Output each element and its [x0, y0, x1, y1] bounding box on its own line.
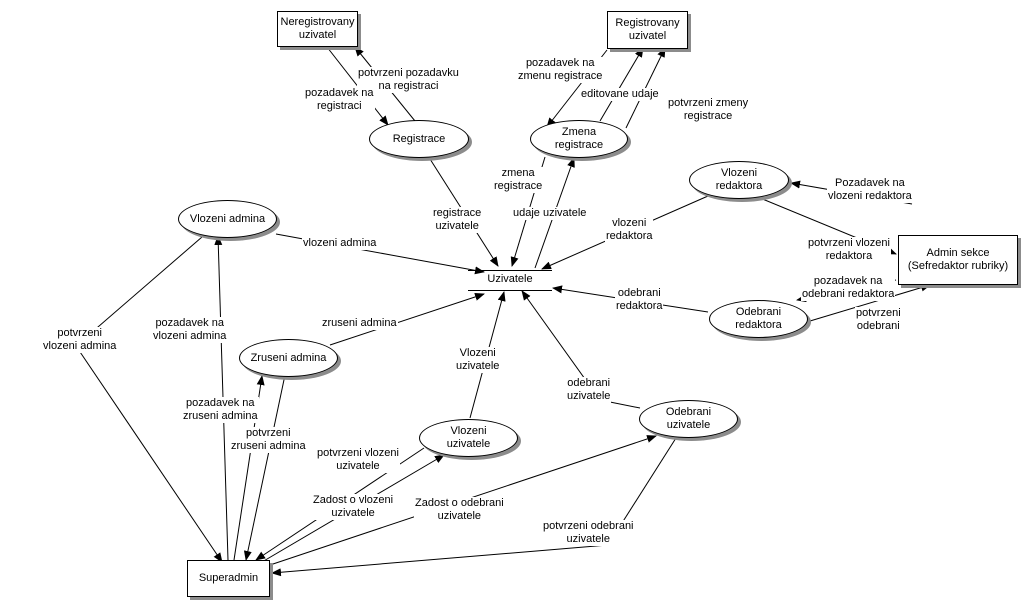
process-odebrani-uzivatele[interactable]: Odebrani uzivatele [639, 400, 738, 438]
label-potvrzeni-odebrani: potvrzeni odebrani [855, 307, 902, 333]
arrow-zruseni-admina-to-uzivatele [329, 293, 485, 346]
label-zruseni-admina: zruseni admina [321, 317, 398, 330]
label-udaje-uzivatele: udaje uzivatele [512, 207, 588, 220]
process-vlozeni-admina[interactable]: Vlozeni admina [178, 200, 277, 238]
label-potvrzeni-vlozeni-admina: potvrzeni vlozeni admina [42, 327, 118, 353]
process-zmena-registrace[interactable]: Zmena registrace [530, 120, 628, 158]
label-vlozeni-admina: vlozeni admina [302, 237, 378, 250]
process-zruseni-admina[interactable]: Zruseni admina [239, 339, 338, 377]
label-odebrani-redaktora: odebrani redaktora [615, 287, 664, 313]
label-potvrzeni-zruseni-admina: potvrzeni zruseni admina [230, 427, 307, 453]
entity-neregistrovany-uzivatel[interactable]: Neregistrovany uzivatel [277, 11, 358, 47]
label-vlozeni-redaktora: vlozeni redaktora [605, 217, 654, 243]
process-vlozeni-uzivatele[interactable]: Vlozeni uzivatele [419, 419, 518, 457]
label-pozadavek-vlozeni-redaktora: Pozadavek na vlozeni redaktora [827, 177, 913, 203]
label-pozadavek-odebrani-redaktora: pozadavek na odebrani redaktora [801, 275, 896, 301]
label-pozadavek-vlozeni-admina: pozadavek na vlozeni admina [152, 317, 228, 343]
label-pozadavek-registraci: pozadavek na registraci [304, 87, 375, 113]
label-vlozeni-uzivatele: Vlozeni uzivatele [455, 347, 501, 373]
process-registrace[interactable]: Registrace [369, 120, 469, 158]
process-vlozeni-redaktora[interactable]: Vlozeni redaktora [689, 161, 789, 199]
arrow-odebrani-redaktora-to-admin [809, 283, 931, 322]
label-registrace-uzivatele: registrace uzivatele [432, 207, 483, 233]
arrow-zmena-to-registrovany-edit [599, 47, 644, 122]
process-odebrani-redaktora[interactable]: Odebrani redaktora [709, 300, 808, 338]
label-zadost-vlozeni-uzivatele: Zadost o vlozeni uzivatele [312, 494, 395, 520]
label-pozadavek-zruseni-admina: pozadavek na zruseni admina [182, 397, 259, 423]
label-potvrzeni-vlozeni-redaktora: potvrzeni vlozeni redaktora [807, 237, 891, 263]
arrow-vlozeni-admina-to-superadmin-b [75, 345, 223, 563]
label-zmena-registrace: zmena registrace [493, 167, 544, 193]
label-potvrzeni-vlozeni-uzivatele: potvrzeni vlozeni uzivatele [316, 447, 400, 473]
entity-registrovany-uzivatel[interactable]: Registrovany uzivatel [607, 11, 688, 49]
label-zadost-odebrani-uzivatele: Zadost o odebrani uzivatele [414, 497, 505, 523]
label-pozadavek-zmenu-registrace: pozadavek na zmenu registrace [517, 57, 604, 83]
arrow-zruseni-admina-to-superadmin [243, 374, 286, 561]
arrow-odebrani-uzivatele-to-superadmin-b [271, 544, 609, 577]
label-editovane-udaje: editovane udaje [580, 88, 660, 101]
datastore-top-line [468, 270, 552, 271]
datastore-bottom-line [468, 290, 552, 291]
datastore-uzivatele[interactable]: Uzivatele [487, 273, 533, 285]
label-potvrzeni-odebrani-uzivatele: potvrzeni odebrani uzivatele [542, 520, 635, 546]
label-odebrani-uzivatele: odebrani uzivatele [566, 377, 612, 403]
label-potvrzeni-zmeny-registrace: potvrzeni zmeny registrace [667, 97, 750, 123]
entity-superadmin[interactable]: Superadmin [187, 560, 270, 597]
entity-admin-sekce[interactable]: Admin sekce (Sefredaktor rubriky) [898, 235, 1018, 285]
